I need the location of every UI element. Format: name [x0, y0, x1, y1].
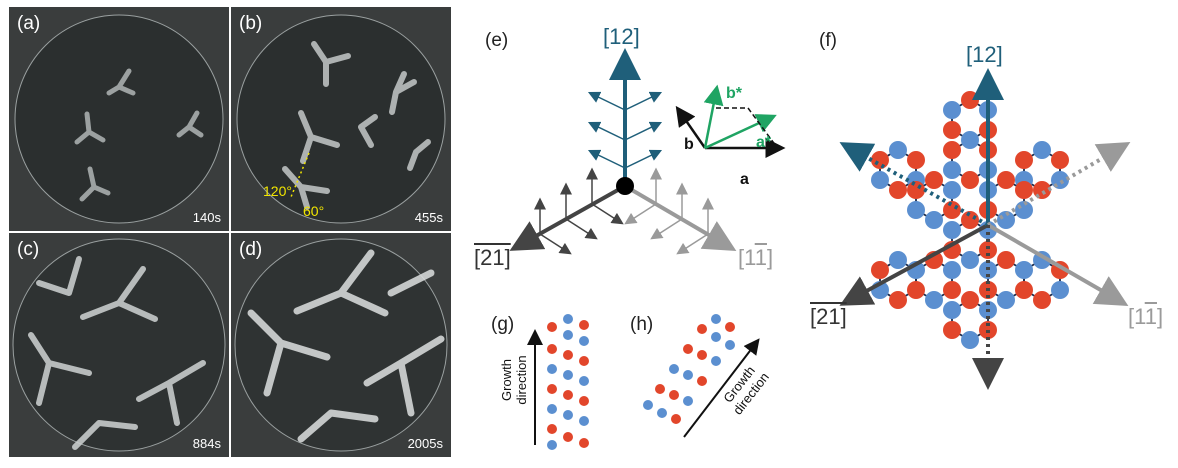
panel-e-label: (e) — [485, 30, 509, 51]
f-axis-11-label: [11] — [1128, 304, 1164, 329]
panel-g-diagram — [527, 314, 589, 450]
micrograph-d-image — [234, 238, 448, 452]
axis-21-label: [21] — [474, 245, 511, 270]
micrograph-b-image — [236, 14, 446, 224]
panel-h-label: (h) — [630, 314, 654, 335]
micrograph-c-image — [12, 238, 226, 452]
panel-a-label: (a) — [17, 13, 41, 34]
atom-chain-h — [643, 314, 735, 424]
vector-b-star-arrow — [703, 84, 724, 149]
angle-120-label: 120° — [263, 183, 292, 199]
micrograph-a-image — [14, 14, 224, 224]
atom-chain-g — [547, 314, 589, 450]
growth-text-g-line1: Growth — [499, 359, 514, 401]
axis-12-label: [12] — [603, 24, 640, 49]
f-axis-21-arrow — [839, 223, 989, 306]
f-axis-21-label: [21] — [810, 304, 847, 329]
axis-21-arrow — [509, 184, 626, 251]
panel-e-diagram — [509, 48, 786, 255]
vector-b-label: b — [684, 136, 694, 153]
panel-d-label: (d) — [239, 239, 263, 260]
panel-f-label: (f) — [819, 30, 837, 51]
vector-a-star-label: a* — [756, 134, 772, 151]
panel-c-time: 884s — [192, 436, 221, 451]
micrograph-a: (a) 140s — [9, 7, 229, 231]
growth-arrow-h — [683, 338, 760, 438]
panel-h-diagram — [643, 314, 760, 438]
origin-dot — [616, 177, 634, 195]
f-dotted-teal-arrow — [839, 142, 989, 227]
panel-d-time: 2005s — [407, 436, 443, 451]
reciprocal-dashes — [716, 107, 777, 147]
axis-11-label: [11] — [738, 245, 774, 270]
axis-21-branches — [534, 167, 624, 255]
axis-11-arrow — [623, 184, 737, 252]
angle-60-label: 60° — [303, 203, 325, 219]
f-axis-11-arrow — [987, 223, 1129, 306]
panel-c-label: (c) — [17, 239, 40, 260]
f-dotted-gray-arrow — [986, 141, 1131, 227]
micrograph-c: (c) 884s — [9, 233, 229, 457]
micrograph-d: (d) 2005s — [231, 233, 451, 457]
f-axis-12-label: [12] — [966, 42, 1003, 67]
panel-g-label: (g) — [491, 314, 515, 335]
vector-b-star-label: b* — [726, 85, 742, 102]
micrograph-b: (b) 120° 60° 455s — [231, 7, 451, 231]
panel-a-time: 140s — [192, 210, 221, 225]
panel-f-lattice — [839, 68, 1131, 390]
vector-a-label: a — [740, 171, 749, 188]
panel-b-label: (b) — [239, 13, 263, 34]
axis-11-branches — [624, 167, 714, 255]
vector-b-arrow — [675, 105, 707, 149]
lattice-atoms — [871, 91, 1069, 349]
panel-b-time: 455s — [414, 210, 443, 225]
axis-12-branches — [587, 91, 663, 169]
